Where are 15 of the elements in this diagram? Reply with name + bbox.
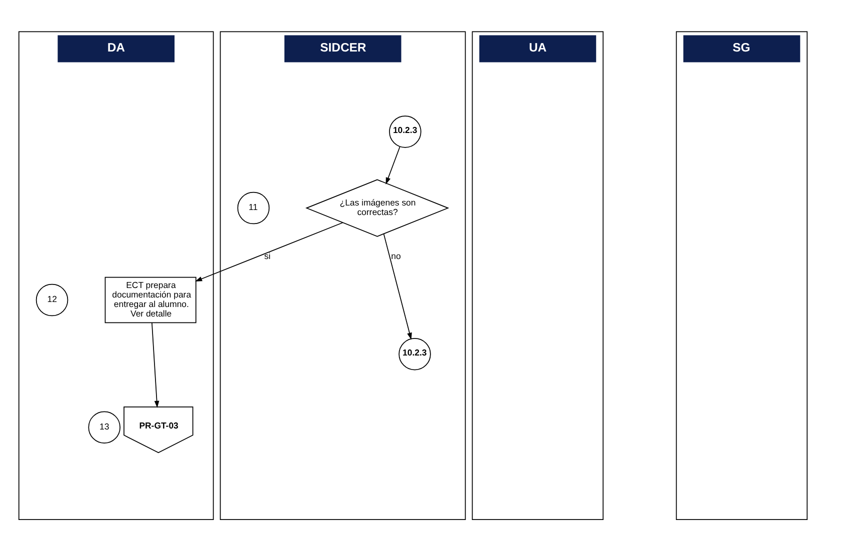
arrow: [383, 233, 412, 340]
node-circle: 10.2.3: [398, 337, 431, 370]
arrow: [152, 322, 160, 408]
arrow: [386, 146, 400, 184]
edge-label: si: [264, 250, 271, 261]
edge-label: no: [391, 250, 401, 261]
node-diamond: ¿Las imágenes son correctas?: [305, 178, 450, 236]
node-circle: 13: [88, 410, 120, 443]
node-circle: 10.2.3: [389, 115, 422, 148]
node-box: ECT prepara documentación para entregar al alumno. Ver detalle: [104, 276, 196, 323]
node-box: SG: [676, 30, 808, 520]
node-circle: 11: [237, 191, 270, 224]
node-circle: 12: [36, 283, 68, 316]
arrow: [195, 222, 344, 281]
node-box: UA: [472, 30, 604, 520]
